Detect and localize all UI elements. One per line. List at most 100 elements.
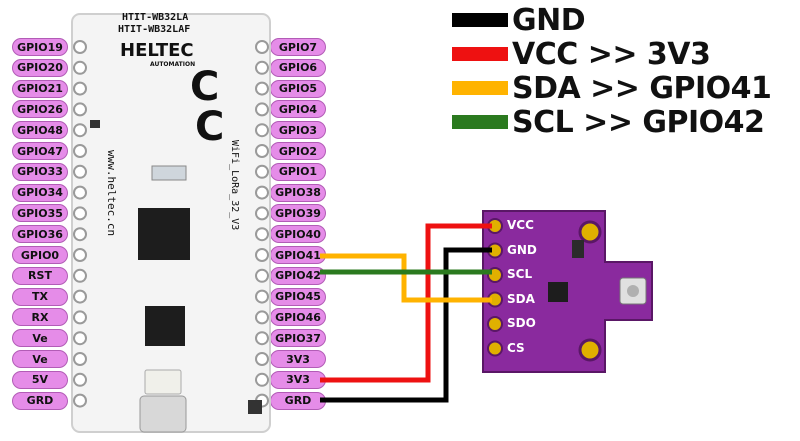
header-pin (73, 393, 87, 408)
legend-swatch (452, 115, 508, 129)
header-pin (73, 310, 87, 325)
button (90, 120, 100, 128)
header-pin (255, 248, 269, 262)
header-pin (255, 81, 269, 96)
website-text: www.heltec.cn (105, 150, 118, 236)
sensor-pin-label: SDA (507, 291, 535, 306)
model-line: HTIT-WB32LAF (118, 24, 190, 35)
left-pin-label: GPIO47 (12, 142, 68, 160)
legend-label: VCC >> 3V3 (512, 36, 711, 72)
legend-item: GND (452, 2, 586, 38)
ce-mark: C (190, 64, 219, 110)
left-pin-label: Ve (12, 329, 68, 348)
left-pin-label: 5V (12, 370, 68, 389)
legend-label: GND (512, 2, 586, 38)
left-pin-label: RST (12, 266, 68, 285)
legend-swatch (452, 13, 508, 27)
header-pin (255, 206, 269, 221)
left-pin-label: GPIO26 (12, 100, 68, 119)
battery-connector (144, 369, 182, 395)
header-pin (73, 60, 87, 75)
header-pin (73, 248, 87, 262)
right-pin-label: GPIO6 (270, 58, 326, 77)
product-text: WiFi_LoRa_32_V3 (229, 140, 240, 230)
header-pin (255, 310, 269, 325)
header-pin (255, 268, 269, 283)
left-pin-label: GPIO34 (12, 183, 68, 202)
left-pin-label: GPIO0 (12, 246, 68, 264)
header-pin (255, 144, 269, 158)
right-pin-label: GPIO4 (270, 100, 326, 119)
sensor-pin-label: SCL (507, 267, 533, 281)
right-pin-label: GPIO39 (270, 204, 326, 223)
header-pin (73, 185, 87, 200)
header-pin (73, 227, 87, 242)
header-pin (255, 60, 269, 75)
right-pin-label: GPIO7 (270, 38, 326, 56)
header-pin (73, 268, 87, 283)
header-pin (255, 352, 269, 366)
left-pin-label: RX (12, 308, 68, 327)
legend-item: SDA >> GPIO41 (452, 70, 772, 106)
button-2 (248, 400, 262, 414)
header-pin (255, 289, 269, 304)
legend-swatch (452, 47, 508, 61)
sensor-pin-pad (487, 316, 503, 332)
legend-label: SDA >> GPIO41 (512, 70, 772, 106)
left-pin-label: GRD (12, 391, 68, 410)
wire-vcc (320, 223, 492, 383)
right-pin-label: GPIO40 (270, 225, 326, 244)
header-pin (73, 102, 87, 117)
header-pin (73, 144, 87, 158)
ce-mark-2: C (195, 104, 224, 150)
header-pin (255, 40, 269, 54)
right-pin-label: GRD (270, 391, 326, 410)
model-line: HTIT-WB32LA (122, 12, 188, 23)
sensor-pin-label: GND (507, 242, 537, 257)
sensor-pin-label: VCC (507, 218, 534, 232)
left-pin-label: TX (12, 287, 68, 306)
header-pin (73, 40, 87, 54)
legend-item: VCC >> 3V3 (452, 36, 711, 72)
sensor-pin-pad (487, 340, 503, 357)
right-pin-label: GPIO46 (270, 308, 326, 327)
header-pin (73, 352, 87, 366)
right-pin-label: 3V3 (270, 350, 326, 368)
header-pin (73, 206, 87, 221)
usb-c-port (139, 395, 187, 433)
header-pin (73, 331, 87, 346)
left-pin-label: GPIO19 (12, 38, 68, 56)
lora-chip (145, 306, 185, 346)
header-pin (255, 372, 269, 387)
wire-sda (320, 253, 492, 303)
header-pin (255, 185, 269, 200)
esp32-chip (138, 208, 190, 260)
header-pin (255, 102, 269, 117)
header-pin (73, 164, 87, 179)
sensor-board (482, 210, 653, 373)
header-pin (73, 81, 87, 96)
left-pin-label: GPIO21 (12, 79, 68, 98)
header-pin (255, 227, 269, 242)
heltec-board: C C (71, 13, 271, 433)
crystal (151, 165, 187, 181)
legend-label: SCL >> GPIO42 (512, 104, 765, 140)
left-pin-label: GPIO35 (12, 204, 68, 223)
right-pin-label: GPIO37 (270, 329, 326, 348)
header-pin (73, 123, 87, 138)
legend-item: SCL >> GPIO42 (452, 104, 765, 140)
header-pin (255, 123, 269, 138)
sensor-pin-label: CS (507, 340, 525, 355)
left-pin-label: GPIO20 (12, 58, 68, 77)
right-pin-label: GPIO45 (270, 287, 326, 306)
left-pin-label: GPIO48 (12, 121, 68, 140)
legend-swatch (452, 81, 508, 95)
left-pin-label: GPIO36 (12, 225, 68, 244)
right-pin-label: GPIO42 (270, 266, 326, 285)
right-pin-label: GPIO2 (270, 142, 326, 160)
header-pin (255, 164, 269, 179)
left-pin-label: Ve (12, 350, 68, 368)
